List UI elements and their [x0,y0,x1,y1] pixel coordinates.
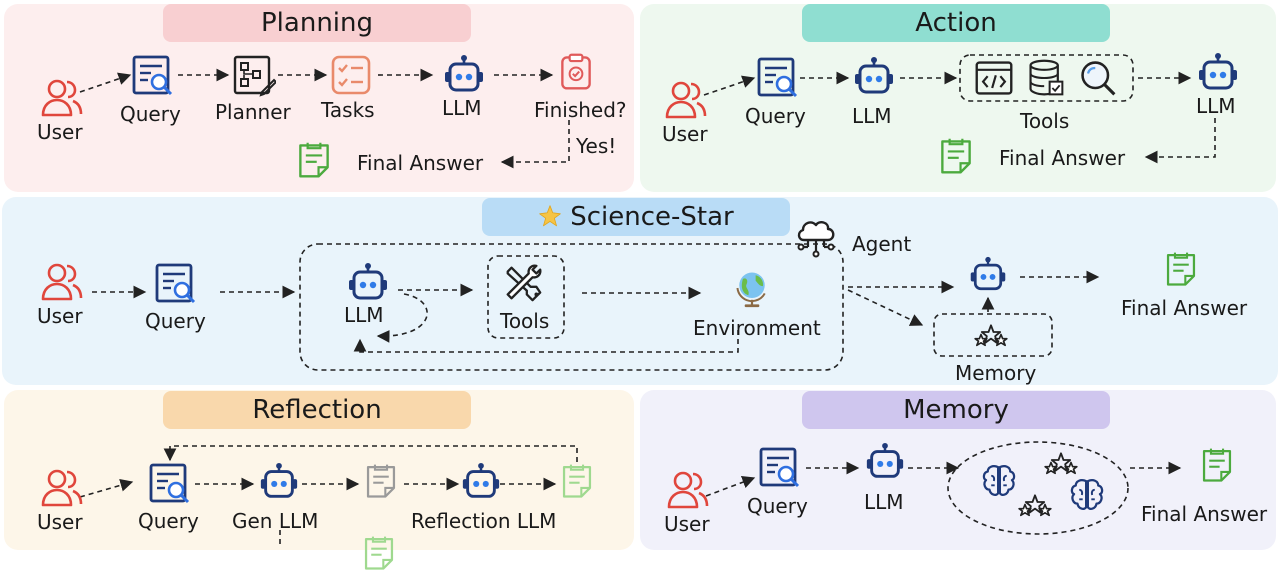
answer-icon [362,462,400,500]
answer-icon [936,136,976,176]
answer-icon [1162,250,1200,288]
planner-icon [232,54,276,98]
robot-icon [442,54,486,98]
robot-icon [460,462,502,504]
planning-final-label: Final Answer [357,151,484,175]
action-title: Action [802,4,1110,42]
planning-yes-label: Yes! [576,134,617,158]
planning-llm-label: LLM [442,96,482,120]
tasks-icon [330,54,374,98]
science-user-label: User [37,304,83,328]
science-title-text: Science-Star [570,202,734,232]
action-llm1-label: LLM [852,104,892,128]
planning-planner-label: Planner [215,100,291,124]
robot-icon [968,256,1008,296]
reflection-gen-llm-label: Gen LLM [232,509,319,533]
reflection-user-label: User [37,510,83,534]
action-tools-label: Tools [1020,109,1070,133]
science-agent-label: Agent [852,232,912,256]
memory-box [933,313,1053,357]
database-icon [1026,58,1066,98]
robot-icon [864,442,906,484]
robot-icon [1196,52,1240,96]
robot-icon [258,462,300,504]
action-llm2-label: LLM [1196,94,1236,118]
query-icon [756,56,800,100]
action-final-label: Final Answer [999,146,1126,170]
query-icon [154,262,198,306]
answer-icon [1198,446,1236,484]
science-query-label: Query [145,309,206,333]
memory-title: Memory [802,391,1110,429]
science-title: Science-Star [482,198,790,236]
tools-icon [502,262,544,304]
user-icon [40,78,84,118]
planning-tasks-label: Tasks [321,98,375,122]
planning-user-label: User [37,120,83,144]
brain-icon [1068,476,1106,514]
query-icon [148,462,192,506]
brain-icon [980,462,1018,500]
planning-query-label: Query [120,102,181,126]
stars-icon [1016,492,1054,522]
user-icon [40,468,84,508]
reflection-title: Reflection [163,391,471,429]
globe-icon [732,266,772,310]
answer-icon [558,462,596,500]
memory-llm-label: LLM [864,490,904,514]
search-icon [1078,58,1118,98]
science-tools-box [487,255,565,339]
user-icon [666,470,710,510]
memory-final-label: Final Answer [1141,502,1268,526]
user-icon [40,262,84,302]
clipboard-icon [556,52,596,92]
memory-ellipse [947,441,1129,535]
robot-icon [346,262,390,306]
reflection-query-label: Query [138,509,199,533]
memory-query-label: Query [747,494,808,518]
query-icon [131,54,175,98]
science-memory-label: Memory [955,361,1037,385]
code-icon [974,58,1014,98]
science-final-label: Final Answer [1121,296,1248,320]
robot-icon [852,56,896,100]
planning-title: Planning [163,4,471,42]
planning-finished-label: Finished? [534,98,627,122]
agent-box [299,243,844,371]
science-environment-label: Environment [693,316,821,340]
cloud-icon [794,216,838,260]
action-tools-box [959,54,1134,102]
memory-user-label: User [664,512,710,536]
answer-icon [294,140,334,180]
user-icon [664,80,708,120]
action-query-label: Query [745,104,806,128]
answer-icon [360,534,398,572]
action-user-label: User [662,122,708,146]
query-icon [758,446,802,490]
stars-icon [972,322,1010,352]
science-tools-label: Tools [500,309,550,333]
reflection-llm-label: Reflection LLM [411,509,557,533]
flow-arrows [79,54,1216,545]
science-llm-label: LLM [344,303,384,327]
